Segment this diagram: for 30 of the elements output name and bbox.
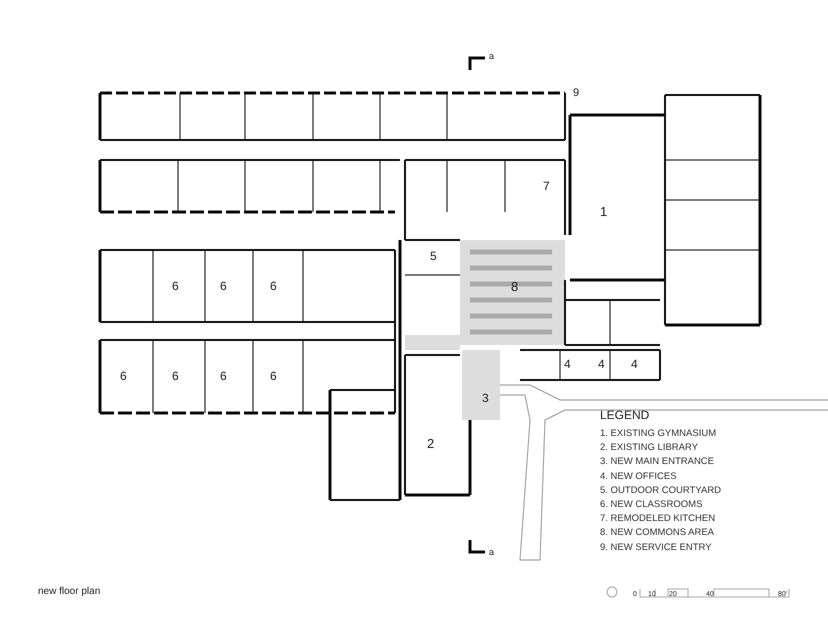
caption: new floor plan bbox=[38, 587, 100, 597]
legend-entry: 5. OUTDOOR COURTYARD bbox=[600, 484, 722, 496]
section-mark-label: a bbox=[489, 52, 494, 61]
room-number: 6 bbox=[270, 370, 277, 382]
room-number: 6 bbox=[220, 370, 227, 382]
room-number: 8 bbox=[511, 280, 518, 293]
room-number: 9 bbox=[573, 88, 580, 99]
room-number: 3 bbox=[482, 392, 489, 404]
legend-heading: LEGEND bbox=[600, 409, 650, 421]
room-number: 6 bbox=[270, 280, 277, 292]
legend-entry: 7. REMODELED KITCHEN bbox=[600, 513, 716, 524]
legend-entry: 8. NEW COMMONS AREA bbox=[600, 527, 716, 538]
room-number: 5 bbox=[430, 250, 437, 262]
room-number: 4 bbox=[598, 358, 605, 370]
legend-entry: 6. NEW CLASSROOMS bbox=[600, 498, 704, 510]
room-number: 1 bbox=[600, 205, 608, 218]
room-number: 2 bbox=[427, 437, 434, 450]
room-number: 6 bbox=[120, 370, 127, 382]
legend-entry: 9. NEW SERVICE ENTRY bbox=[600, 542, 713, 552]
legend-entry: 2. EXISTING LIBRARY bbox=[600, 442, 700, 454]
room-number: 6 bbox=[220, 280, 227, 292]
room-number: 6 bbox=[172, 280, 179, 292]
legend-entry: 4. NEW OFFICES bbox=[600, 470, 678, 482]
section-mark-label: a bbox=[489, 548, 494, 557]
room-number: 4 bbox=[631, 358, 638, 370]
room-number: 6 bbox=[172, 370, 179, 382]
room-number: 7 bbox=[543, 180, 550, 192]
legend-entry: 1. EXISTING GYMNASIUM bbox=[600, 428, 718, 439]
legend-entry: 3. NEW MAIN ENTRANCE bbox=[600, 456, 716, 468]
room-number: 4 bbox=[564, 358, 571, 370]
